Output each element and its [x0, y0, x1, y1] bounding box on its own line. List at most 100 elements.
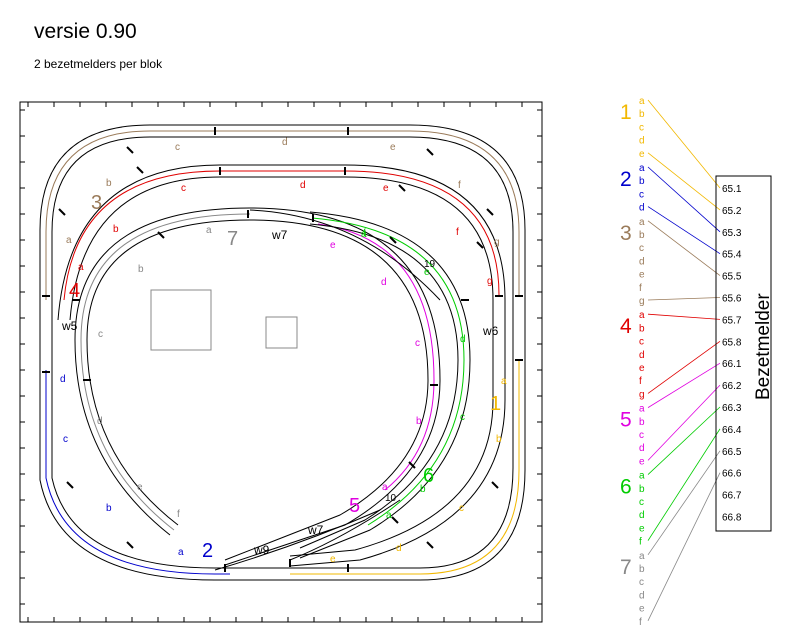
detector-label: 66.2 [722, 381, 742, 392]
track-section-label: b [496, 434, 502, 445]
track-section-label: e [330, 240, 336, 251]
block-number-labels: 3 4 7 1 6 5 2 [69, 192, 501, 562]
track-section-label: c [415, 338, 420, 349]
track-section-label: d [300, 180, 306, 191]
legend-section-letter: d [639, 350, 645, 361]
track-section-label: c [459, 503, 464, 514]
track-section-label: b [138, 264, 144, 275]
track-section-label: e [330, 554, 336, 565]
detector-label: 66.8 [722, 513, 742, 524]
legend-section-letter: f [639, 617, 642, 628]
block-divider [136, 166, 144, 174]
block-label-1: 1 [490, 393, 501, 415]
legend-section-letter: c [639, 577, 644, 588]
crossover-w7-bottom [289, 499, 401, 561]
track-section-label: b [420, 484, 426, 495]
detector-connector [647, 220, 721, 276]
detector-connector [647, 297, 721, 301]
block-label-3: 3 [91, 192, 102, 214]
detector-connectors [647, 99, 721, 621]
legend-section-letter: b [639, 564, 645, 575]
detector-connector [647, 313, 721, 320]
outer-loop-rail-1 [39, 124, 526, 581]
detector-panel [715, 175, 772, 532]
outer-loop-color-1 [290, 360, 520, 575]
track-section-label: a [361, 229, 367, 240]
legend-section-letter: c [639, 430, 644, 441]
legend-section-letter: c [639, 243, 644, 254]
track-section-label: e [383, 183, 389, 194]
outer-loop-color-2 [45, 370, 230, 575]
legend-section-letter: b [639, 176, 645, 187]
legend-section-letter: f [639, 376, 642, 387]
detector-label: 66.3 [722, 403, 742, 414]
detector-connector [647, 472, 721, 621]
track-section-label: g [494, 237, 500, 248]
track-section-label: a [501, 376, 507, 387]
detector-panel-title: Bezetmelder [753, 293, 774, 400]
inner-loop-color-7 [80, 213, 251, 531]
legend-block-number: 1 [620, 101, 632, 124]
track-section-label: d [396, 543, 402, 554]
block-label-4: 4 [69, 280, 80, 302]
legend-section-letter: b [639, 109, 645, 120]
switch-label-w6: w6 [482, 324, 499, 338]
detector-connector [647, 166, 721, 233]
building-small [265, 316, 298, 349]
legend-block-number: 5 [620, 409, 632, 432]
block-divider [66, 481, 74, 489]
frame-ticks [20, 102, 542, 622]
detector-label: 65.5 [722, 272, 742, 283]
block-divider [126, 541, 134, 549]
outer-loop [39, 124, 526, 581]
track-section-label: e [390, 142, 396, 153]
second-loop-rail-2 [69, 176, 494, 557]
detector-connector [647, 206, 721, 255]
inner-loop-rail-1 [74, 207, 441, 566]
track-section-label: c [63, 434, 68, 445]
block-divider [389, 236, 397, 244]
block-divider [476, 241, 484, 249]
switch-label-w7-top: w7 [271, 228, 288, 242]
legend-block-number: 3 [620, 222, 632, 245]
detector-label: 66.7 [722, 491, 742, 502]
legend-section-letter: a [639, 310, 645, 321]
detector-label: 66.1 [722, 359, 742, 370]
legend-section-letter: f [639, 283, 642, 294]
legend-section-letter: a [639, 551, 645, 562]
detector-label: 65.2 [722, 206, 742, 217]
detector-label: 66.4 [722, 425, 742, 436]
detector-label: 65.6 [722, 294, 742, 305]
track-section-label: e [424, 267, 430, 278]
legend-section-letter: e [639, 523, 645, 534]
legend-section-letter: a [639, 404, 645, 415]
track-section-label: g [487, 276, 493, 287]
switch-labels: w5 w6 w7 w7 w9 19 10 [61, 228, 499, 557]
legend-section-letter: e [639, 270, 645, 281]
block-divider [426, 541, 434, 549]
crossover-w7-top [249, 209, 441, 301]
legend-section-letter: c [639, 122, 644, 133]
legend-section-letter: a [639, 471, 645, 482]
track-section-label: d [381, 277, 387, 288]
block-label-2: 2 [202, 540, 213, 562]
track-section-label: e [137, 482, 143, 493]
legend-section-letter: b [639, 230, 645, 241]
detector-label: 66.5 [722, 447, 742, 458]
legend-section-letter: d [639, 256, 645, 267]
legend-section-letter: d [639, 136, 645, 147]
green-branch-rail-2 [299, 223, 459, 549]
detector-list: 65.165.265.365.465.565.665.765.866.166.2… [722, 184, 742, 524]
block-divider [391, 516, 399, 524]
block-label-6: 6 [423, 465, 434, 487]
block-divider [486, 208, 494, 216]
legend-block-number: 2 [620, 168, 632, 191]
second-loop-rail-1 [57, 164, 506, 567]
track-section-label: f [363, 228, 366, 239]
crossover-w9 [214, 509, 381, 571]
block-divider [157, 231, 165, 239]
detector-connector [647, 384, 721, 461]
track-section-label: d [282, 137, 288, 148]
track-section-label: a [382, 482, 388, 493]
legend-section-letter: g [639, 389, 645, 400]
